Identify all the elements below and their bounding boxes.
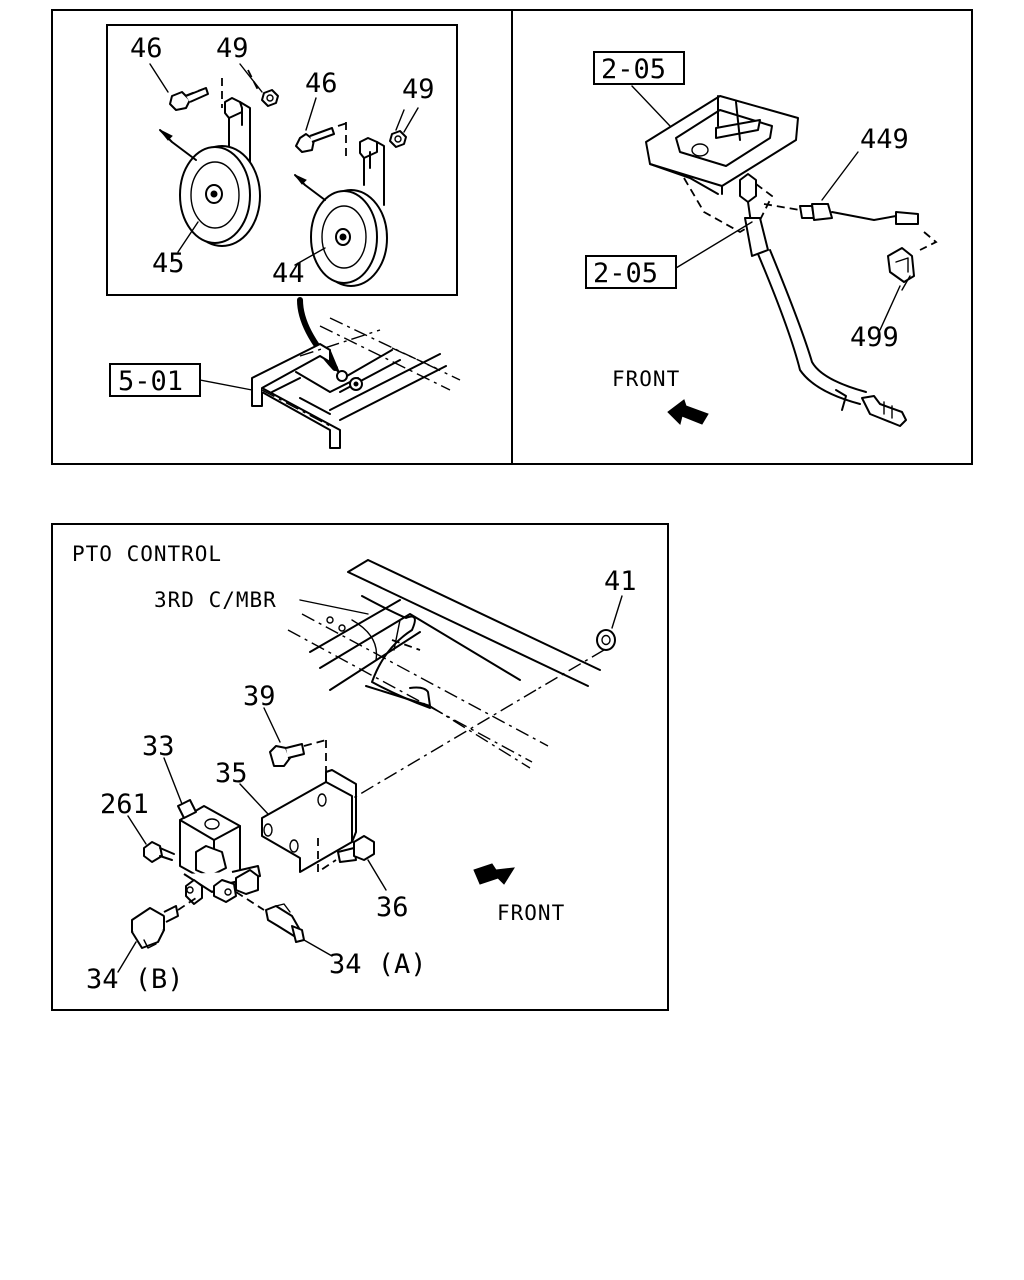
- clip-499[interactable]: [887, 247, 915, 291]
- callout-39: 39: [243, 681, 276, 712]
- horn-high-tone[interactable]: [294, 137, 388, 287]
- callout-35: 35: [215, 758, 248, 789]
- bolt-39[interactable]: [263, 707, 327, 796]
- nut-41[interactable]: [349, 595, 623, 801]
- callout-34b: 34 (B): [86, 964, 184, 995]
- ref-2-05-mid-label: 2-05: [593, 258, 658, 289]
- callout-499: 499: [850, 322, 899, 353]
- plug-261[interactable]: [127, 815, 175, 863]
- callout-44: 44: [272, 258, 305, 289]
- pto-panel: PTO CONTROL 3RD C/MBR 41: [51, 523, 669, 1011]
- valve-33[interactable]: [163, 757, 261, 905]
- front-label-top: FRONT: [612, 367, 680, 391]
- callout-261: 261: [100, 789, 149, 820]
- callout-36: 36: [376, 892, 409, 923]
- elbow-34b[interactable]: [117, 897, 197, 973]
- bracket-35[interactable]: [239, 769, 357, 873]
- chassis-frame: [251, 317, 461, 449]
- callout-49-right: 49: [402, 74, 435, 105]
- pto-panel-frame: [51, 523, 669, 1011]
- ref-2-05-top-label: 2-05: [601, 54, 666, 85]
- ref-box-2-05-mid[interactable]: [585, 255, 677, 289]
- cable-panel: 2-05: [511, 9, 973, 465]
- callout-34a: 34 (A): [329, 949, 427, 980]
- callout-449: 449: [860, 124, 909, 155]
- horn-panel: 46 49 46 49 45 44 5-01: [51, 9, 513, 465]
- callout-46-right: 46: [305, 68, 338, 99]
- cable-assembly[interactable]: [744, 217, 907, 427]
- front-arrow-top-icon: [667, 399, 709, 425]
- nut-49-right[interactable]: [389, 109, 407, 148]
- ref-5-01-label: 5-01: [118, 366, 183, 397]
- ref-box-2-05-top[interactable]: [593, 51, 685, 85]
- bolt-46-right[interactable]: [295, 121, 351, 160]
- callout-41: 41: [604, 566, 637, 597]
- nut-49-left[interactable]: [221, 69, 279, 108]
- cable-panel-frame: [511, 9, 973, 465]
- callout-33: 33: [142, 731, 175, 762]
- front-arrow-bottom-icon: [473, 863, 515, 885]
- bolt-46-left[interactable]: [169, 87, 209, 111]
- member-label: 3RD C/MBR: [154, 588, 277, 612]
- frame-rail: [287, 559, 601, 769]
- horn-low-tone[interactable]: [159, 97, 261, 247]
- callout-45: 45: [152, 248, 185, 279]
- callout-49-left: 49: [216, 33, 249, 64]
- bolt-36[interactable]: [317, 835, 387, 891]
- horn-detail-box: [106, 24, 458, 296]
- fitting-34a[interactable]: [235, 891, 333, 957]
- callout-46-left: 46: [130, 33, 163, 64]
- front-label-bottom: FRONT: [497, 901, 565, 925]
- harness-449[interactable]: [763, 203, 938, 251]
- cable-bracket[interactable]: [645, 95, 799, 251]
- pto-title: PTO CONTROL: [72, 542, 222, 566]
